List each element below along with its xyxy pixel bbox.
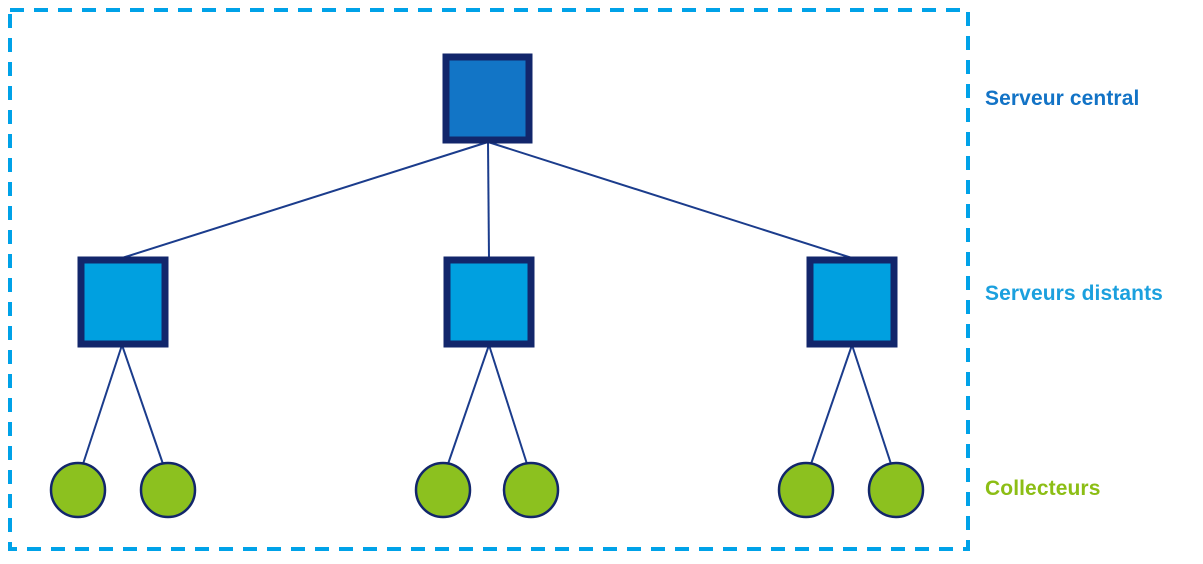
collector-1[interactable] bbox=[49, 461, 107, 519]
collector-nodes bbox=[49, 461, 925, 519]
collector-3[interactable] bbox=[414, 461, 472, 519]
collector-2[interactable] bbox=[139, 461, 197, 519]
link-remote1-collector-1 bbox=[82, 344, 123, 465]
tier-label-remote: Serveurs distants bbox=[985, 282, 1163, 305]
connector-links bbox=[82, 141, 892, 465]
link-remote1-collector-2 bbox=[121, 344, 164, 465]
collector-5[interactable] bbox=[777, 461, 835, 519]
link-central-remote-1 bbox=[121, 141, 489, 259]
link-remote2-collector-3 bbox=[447, 344, 490, 465]
link-remote2-collector-4 bbox=[488, 344, 528, 465]
central-server[interactable] bbox=[442, 53, 533, 144]
remote-server-2[interactable] bbox=[443, 256, 535, 348]
diagram-boundary bbox=[8, 8, 970, 551]
remote-server-3[interactable] bbox=[806, 256, 898, 348]
link-central-remote-2 bbox=[487, 141, 490, 259]
remote-server-1[interactable] bbox=[77, 256, 169, 348]
central-server-node bbox=[442, 53, 533, 144]
link-remote3-collector-5 bbox=[810, 344, 853, 465]
link-remote3-collector-6 bbox=[851, 344, 892, 465]
collector-4[interactable] bbox=[502, 461, 560, 519]
collector-6[interactable] bbox=[867, 461, 925, 519]
tier-label-central: Serveur central bbox=[985, 87, 1140, 110]
remote-server-nodes bbox=[77, 256, 898, 348]
link-central-remote-3 bbox=[487, 141, 853, 259]
tier-label-collectors: Collecteurs bbox=[985, 477, 1101, 500]
